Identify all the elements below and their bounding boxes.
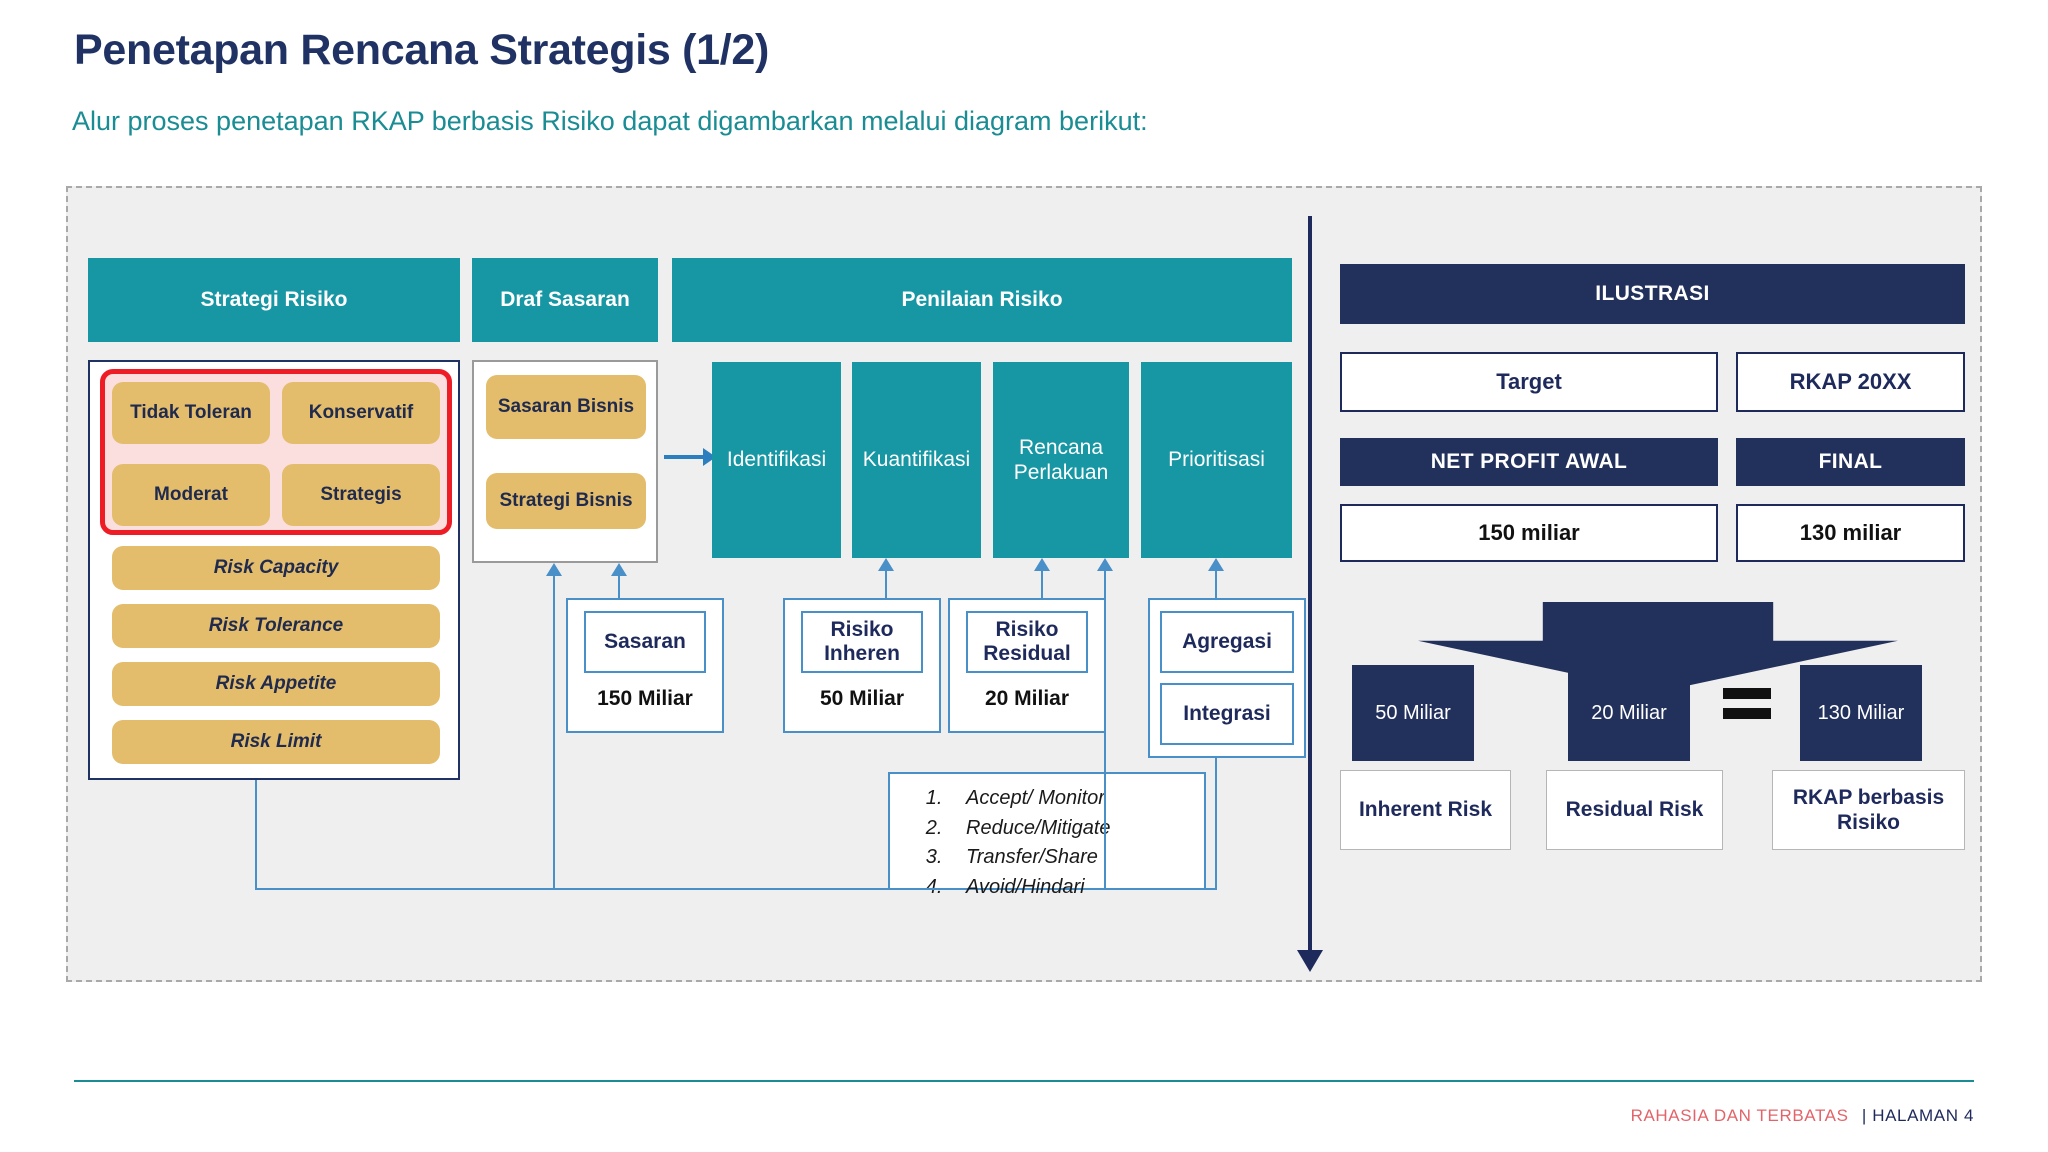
treatment-option: Reduce/Mitigate [948,814,1204,844]
metric-value-risiko-residual: 20 Miliar [984,687,1070,710]
risk-option-konservatif[interactable]: Konservatif [282,382,440,444]
process-step-rencana-perlakuan[interactable]: Rencana Perlakuan [993,362,1129,558]
connector-line [1215,758,1217,790]
connector-line [1041,570,1043,600]
metric-value-sasaran: 150 Miliar [597,687,693,710]
process-step-prioritisasi[interactable]: Prioritisasi [1141,362,1292,558]
connector-arrow-icon [1208,558,1224,571]
metric-card-risiko-residual: Risiko Residual 20 Miliar [948,598,1106,733]
section-divider-arrow-icon [1297,950,1323,972]
illustration-target-value: 150 miliar [1340,504,1718,562]
footer: RAHASIA DAN TERBATAS | HALAMAN 4 [1631,1106,1974,1126]
connector-line [1215,570,1217,600]
band-penilaian-risiko: Penilaian Risiko [672,258,1292,342]
process-step-identifikasi[interactable]: Identifikasi [712,362,841,558]
connector-line [553,575,555,890]
risk-level-appetite[interactable]: Risk Appetite [112,662,440,706]
metric-label-risiko-inheren: Risiko Inheren [801,611,923,673]
footer-page-label: | HALAMAN 4 [1861,1106,1974,1125]
connector-arrow-icon [546,563,562,576]
illustration-heading: ILUSTRASI [1340,264,1965,324]
metric-label-sasaran: Sasaran [584,611,706,673]
treatment-option: Avoid/Hindari [948,873,1204,903]
breakdown-label-inherent-risk: Inherent Risk [1340,770,1511,850]
illustration-net-profit-awal-label: NET PROFIT AWAL [1340,438,1718,486]
breakdown-amount-rkap: 130 Miliar [1800,665,1922,761]
connector-line [255,888,955,890]
metric-label-risiko-residual: Risiko Residual [966,611,1088,673]
draft-target-sasaran-bisnis[interactable]: Sasaran Bisnis [486,375,646,439]
risk-level-capacity[interactable]: Risk Capacity [112,546,440,590]
treatment-options-box: Accept/ Monitor Reduce/Mitigate Transfer… [888,772,1206,898]
page-subtitle: Alur proses penetapan RKAP berbasis Risi… [72,106,1148,136]
connector-arrow-icon [878,558,894,571]
connector-line [618,575,620,599]
metric-card-risiko-inheren: Risiko Inheren 50 Miliar [783,598,941,733]
risk-level-tolerance[interactable]: Risk Tolerance [112,604,440,648]
equals-sign-icon [1723,688,1771,719]
metric-card-sasaran: Sasaran 150 Miliar [566,598,724,733]
aggregation-card: Agregasi Integrasi [1148,598,1306,758]
page-title: Penetapan Rencana Strategis (1/2) [74,26,770,74]
treatment-option: Accept/ Monitor [948,784,1204,814]
band-strategi-risiko: Strategi Risiko [88,258,460,342]
risk-option-strategis[interactable]: Strategis [282,464,440,526]
aggregation-integrasi[interactable]: Integrasi [1160,683,1294,745]
breakdown-amount-inherent: 50 Miliar [1352,665,1474,761]
risk-option-moderat[interactable]: Moderat [112,464,270,526]
illustration-rkap-value: 130 miliar [1736,504,1965,562]
section-divider-line [1308,216,1312,956]
footer-divider [74,1080,1974,1082]
metric-value-risiko-inheren: 50 Miliar [819,687,905,710]
illustration-rkap-title: RKAP 20XX [1736,352,1965,412]
aggregation-agregasi[interactable]: Agregasi [1160,611,1294,673]
connector-arrow-icon [1097,558,1113,571]
illustration-final-label: FINAL [1736,438,1965,486]
footer-confidential-label: RAHASIA DAN TERBATAS [1630,1106,1849,1125]
risk-level-limit[interactable]: Risk Limit [112,720,440,764]
connector-line [885,570,887,600]
risk-option-tidak-toleran[interactable]: Tidak Toleran [112,382,270,444]
connector-line [1215,790,1217,890]
breakdown-label-residual-risk: Residual Risk [1546,770,1723,850]
illustration-target-title: Target [1340,352,1718,412]
flow-arrow-shaft [664,455,704,459]
connector-line [1104,570,1106,890]
treatment-option: Transfer/Share [948,843,1204,873]
connector-arrow-icon [1034,558,1050,571]
breakdown-amount-residual: 20 Miliar [1568,665,1690,761]
connector-line [255,780,257,890]
breakdown-label-rkap-berbasis-risiko: RKAP berbasis Risiko [1772,770,1965,850]
process-step-kuantifikasi[interactable]: Kuantifikasi [852,362,981,558]
connector-arrow-icon [611,563,627,576]
band-draf-sasaran: Draf Sasaran [472,258,658,342]
draft-target-strategi-bisnis[interactable]: Strategi Bisnis [486,473,646,529]
connector-line [1206,888,1217,890]
treatment-options-list: Accept/ Monitor Reduce/Mitigate Transfer… [890,784,1204,902]
